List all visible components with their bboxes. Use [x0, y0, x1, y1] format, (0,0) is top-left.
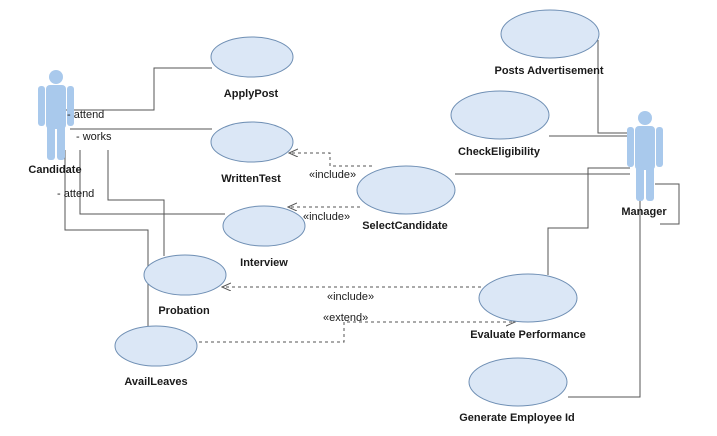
usecase-applypost[interactable] [210, 36, 294, 78]
label-writtentest: WrittenTest [221, 173, 281, 185]
use-cases [114, 9, 600, 407]
extend-availleaves-evaluate [199, 322, 515, 343]
assoc-manager-evaluate [547, 167, 630, 275]
assoc-candidate-interview [79, 150, 225, 215]
usecase-postsadvertisement[interactable] [500, 9, 600, 59]
rel-label-include-1: «include» [309, 169, 356, 181]
rel-label-include-3: «include» [327, 291, 374, 303]
assoc-manager-right [655, 183, 680, 225]
candidate-right-leg [57, 124, 65, 160]
assoc-manager-postsadv [597, 40, 630, 134]
label-checkeligibility: CheckEligibility [458, 146, 541, 158]
manager-right-leg [646, 165, 654, 201]
manager-body [635, 126, 655, 170]
assoc-candidate-applypost [60, 67, 212, 111]
manager-head [638, 111, 652, 125]
assoc-candidate-probation [107, 150, 165, 256]
candidate-right-arm [67, 86, 74, 126]
rel-label-attend-2: - attend [57, 188, 94, 200]
rel-label-attend-1: - attend [67, 109, 104, 121]
candidate-body [46, 85, 66, 129]
manager-left-arm [627, 127, 634, 167]
label-availleaves: AvailLeaves [124, 376, 187, 388]
usecase-selectcandidate[interactable] [356, 165, 456, 215]
rel-label-include-2: «include» [303, 211, 350, 223]
usecase-availleaves[interactable] [114, 325, 198, 367]
manager-right-arm [656, 127, 663, 167]
label-probation: Probation [158, 305, 210, 317]
usecase-interview[interactable] [222, 205, 306, 247]
relation-labels: - attend - works - attend «include» «inc… [57, 109, 374, 324]
label-selectcandidate: SelectCandidate [362, 220, 448, 232]
label-evaluateperformance: Evaluate Performance [470, 329, 586, 341]
label-applypost: ApplyPost [224, 88, 279, 100]
manager-left-leg [636, 165, 644, 201]
usecase-evaluateperformance[interactable] [478, 273, 578, 323]
use-case-labels: ApplyPost WrittenTest Interview Probatio… [124, 65, 603, 424]
rel-label-extend: «extend» [323, 312, 368, 324]
assoc-candidate-availleaves [64, 150, 149, 326]
usecase-probation[interactable] [143, 254, 227, 296]
dependency-lines [199, 153, 515, 343]
label-generateemployeeid: Generate Employee Id [459, 412, 575, 424]
candidate-left-leg [47, 124, 55, 160]
label-postsadvertisement: Posts Advertisement [494, 65, 603, 77]
label-interview: Interview [240, 257, 288, 269]
candidate-left-arm [38, 86, 45, 126]
label-manager: Manager [621, 206, 667, 218]
usecase-checkeligibility[interactable] [450, 90, 550, 140]
label-candidate: Candidate [28, 164, 81, 176]
include-select-written [289, 153, 372, 167]
usecase-generateemployeeid[interactable] [468, 357, 568, 407]
rel-label-works: - works [76, 131, 112, 143]
actor-manager [627, 111, 663, 201]
actor-candidate [38, 70, 74, 160]
assoc-manager-generateid [568, 188, 641, 398]
usecase-writtentest[interactable] [210, 121, 294, 163]
candidate-head [49, 70, 63, 84]
